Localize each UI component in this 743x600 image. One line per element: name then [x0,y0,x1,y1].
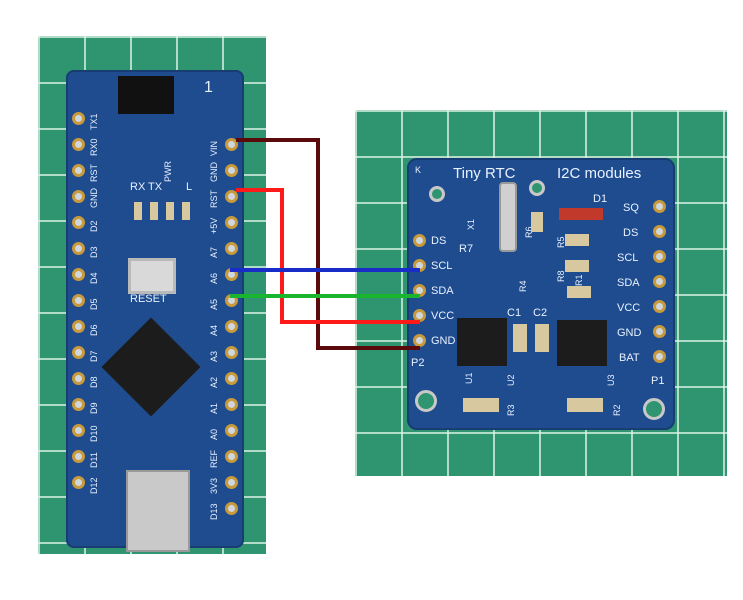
right-pin-d13 [225,502,238,515]
left-pin-10 [72,346,85,359]
p1-label-ds: DS [623,227,639,239]
p2-label-sda: SDA [431,285,454,297]
led-tx [150,202,158,220]
mount-hole-1 [429,186,445,202]
p1-connector-label: P1 [651,375,665,387]
right-pin-a4 [225,320,238,333]
left-pin-8 [72,294,85,307]
mount-hole-3 [415,390,437,412]
right-pin-a3 [225,346,238,359]
p1-label-bat: BAT [619,352,640,364]
p1-pin-sda [653,275,666,288]
left-pin-13 [72,424,85,437]
p1-pin-ds [653,225,666,238]
right-pin-a0 [225,424,238,437]
part-label-c1: C1 [507,307,522,319]
p1-label-scl: SCL [617,252,639,264]
left-pin-11 [72,372,85,385]
chip-u3 [557,320,607,366]
mount-hole-2 [529,180,545,196]
p2-pin-ds [413,234,426,247]
wire-vcc [236,188,420,324]
resistor-r8 [565,260,589,272]
p1-label-gnd: GND [617,327,642,339]
p1-pin-sq [653,200,666,213]
chip-u1 [457,318,507,366]
led-label-tx: TX [148,181,163,193]
led-label-l: L [186,181,193,193]
p1-pin-bat [653,350,666,363]
led-l [182,202,190,220]
capacitor-c2 [535,324,549,352]
reset-button [128,258,176,294]
arduino-nano-board: 1 RX TX PWR L RESET TX1 RX [66,70,244,552]
p1-pin-gnd [653,325,666,338]
resistor-r2 [567,398,603,412]
resistor-r3 [463,398,499,412]
right-pin-vin [225,138,238,151]
left-pin-9 [72,320,85,333]
right-pin-3v3 [225,476,238,489]
crystal-x1 [499,182,517,252]
right-pin-a1 [225,398,238,411]
left-pin-2 [72,138,85,151]
tiny-rtc-photo: K Tiny RTC I2C modules X1 R7 R6 R5 R8 R1… [355,110,727,476]
mount-hole-4 [643,398,665,420]
right-pin-a2 [225,372,238,385]
resistor-r5 [565,234,589,246]
right-pin-5v [225,216,238,229]
arduino-nano-photo: 1 RX TX PWR L RESET TX1 RX [38,36,266,554]
p1-label-sq: SQ [623,202,639,214]
capacitor-c1 [513,324,527,352]
icsp-header [118,76,174,114]
left-pin-7 [72,268,85,281]
right-pin-gnd [225,164,238,177]
left-pin-15 [72,476,85,489]
p2-label-ds: DS [431,235,447,247]
usb-connector [126,470,190,552]
tiny-rtc-board: K Tiny RTC I2C modules X1 R7 R6 R5 R8 R1… [407,158,675,430]
led-rx [134,202,142,220]
right-pin-ref [225,450,238,463]
left-pin-12 [72,398,85,411]
p1-label-sda: SDA [617,277,640,289]
p2-connector-label: P2 [411,357,425,369]
p2-label-gnd: GND [431,335,456,347]
rtc-subtitle: I2C modules [557,165,642,182]
left-pin-3 [72,164,85,177]
part-label-d1: D1 [593,193,608,205]
header-number: 1 [204,79,213,96]
led-label-rx: RX [130,181,146,193]
rtc-title: Tiny RTC [453,165,516,182]
p1-pin-vcc [653,300,666,313]
left-pin-14 [72,450,85,463]
resistor-r6 [531,212,543,232]
resistor-r1 [567,286,591,298]
p1-label-vcc: VCC [617,302,641,314]
right-pin-a7 [225,242,238,255]
wire-gnd [236,138,420,350]
reset-label: RESET [130,293,167,305]
part-label-r7: R7 [459,243,474,255]
right-pin-rst [225,190,238,203]
left-pin-4 [72,190,85,203]
left-pin-1 [72,112,85,125]
p2-pin-gnd [413,334,426,347]
p1-pin-scl [653,250,666,263]
p2-label-scl: SCL [431,260,453,272]
left-pin-5 [72,216,85,229]
diode-d1 [559,208,603,220]
p2-label-vcc: VCC [431,310,455,322]
part-label-c2: C2 [533,307,548,319]
corner-mark: K [415,165,422,175]
left-pin-6 [72,242,85,255]
led-pwr [166,202,174,220]
